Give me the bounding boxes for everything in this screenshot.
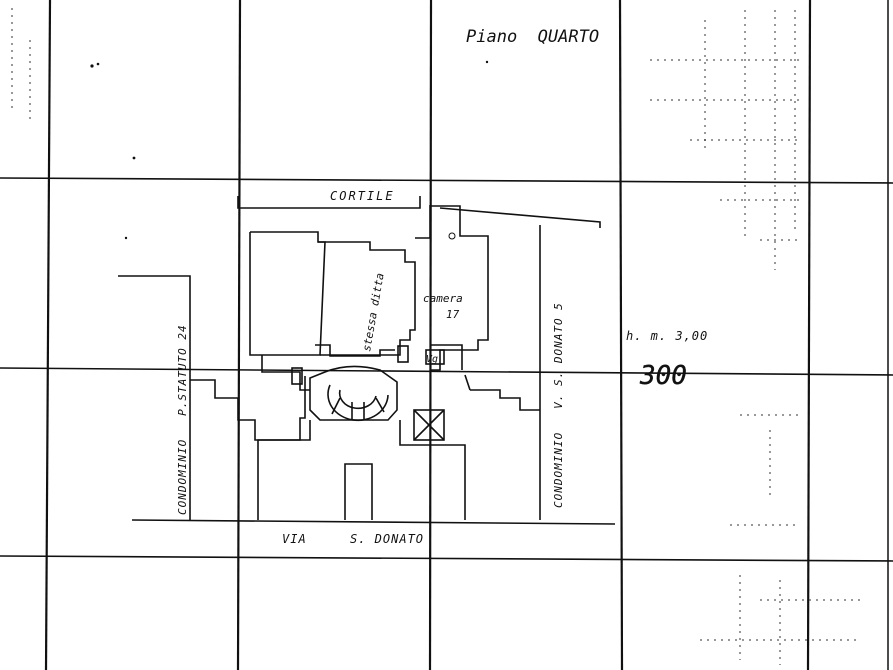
room-label-stessa-ditta: stessa ditta [360, 272, 387, 353]
unit-camera-outline [430, 344, 463, 370]
lower-wall [399, 420, 466, 520]
street-line [131, 519, 616, 525]
elevator-shaft [413, 409, 445, 441]
left-neighbor-label: CONDOMINIO P.STATUTO 24 [176, 324, 189, 515]
grid-line-vertical [44, 0, 52, 670]
right-neighbor-label: CONDOMINIO V. S. DONATO 5 [552, 302, 565, 508]
stray-marks [90, 60, 489, 240]
left-neighbor-step [190, 376, 306, 441]
lower-wall [257, 420, 311, 520]
building-plan [118, 196, 616, 525]
left-neighbor-wall [118, 275, 191, 520]
unit-left-outline [261, 355, 310, 391]
sheet-title: Piano QUARTO [466, 27, 599, 47]
lower-wall [344, 463, 373, 520]
unit-camera-outline [430, 205, 489, 371]
grid-line-horizontal [0, 555, 893, 562]
height-note: h. m. 3,00 [626, 329, 708, 343]
vg-label: Vg [426, 354, 438, 365]
grid-line-vertical [236, 0, 242, 670]
courtyard-label: CORTILE [330, 189, 395, 203]
unit-label-camera: camera [423, 292, 463, 305]
unit-middle-outline [315, 344, 395, 357]
unit-middle-outline [318, 241, 416, 356]
grid-line-horizontal [0, 367, 893, 376]
unit-label-number: 17 [446, 308, 460, 321]
right-neighbor-step [470, 389, 540, 411]
grid-line-vertical [428, 0, 433, 670]
staircase-spiral-inner [338, 389, 377, 410]
margin-dots [11, 8, 860, 665]
courtyard-boundary [237, 196, 421, 209]
handwritten-note: 300 [639, 361, 687, 391]
staircase [309, 365, 398, 421]
grid-line-vertical [806, 0, 812, 670]
grid-line-vertical [618, 0, 624, 670]
street-label-name: S. DONATO [350, 532, 424, 546]
courtyard-boundary [439, 207, 601, 228]
street-label-via: VIA [282, 532, 307, 546]
unit-left-outline [249, 231, 326, 356]
grid-line-horizontal [0, 177, 893, 184]
unit-camera-outline [415, 205, 431, 239]
